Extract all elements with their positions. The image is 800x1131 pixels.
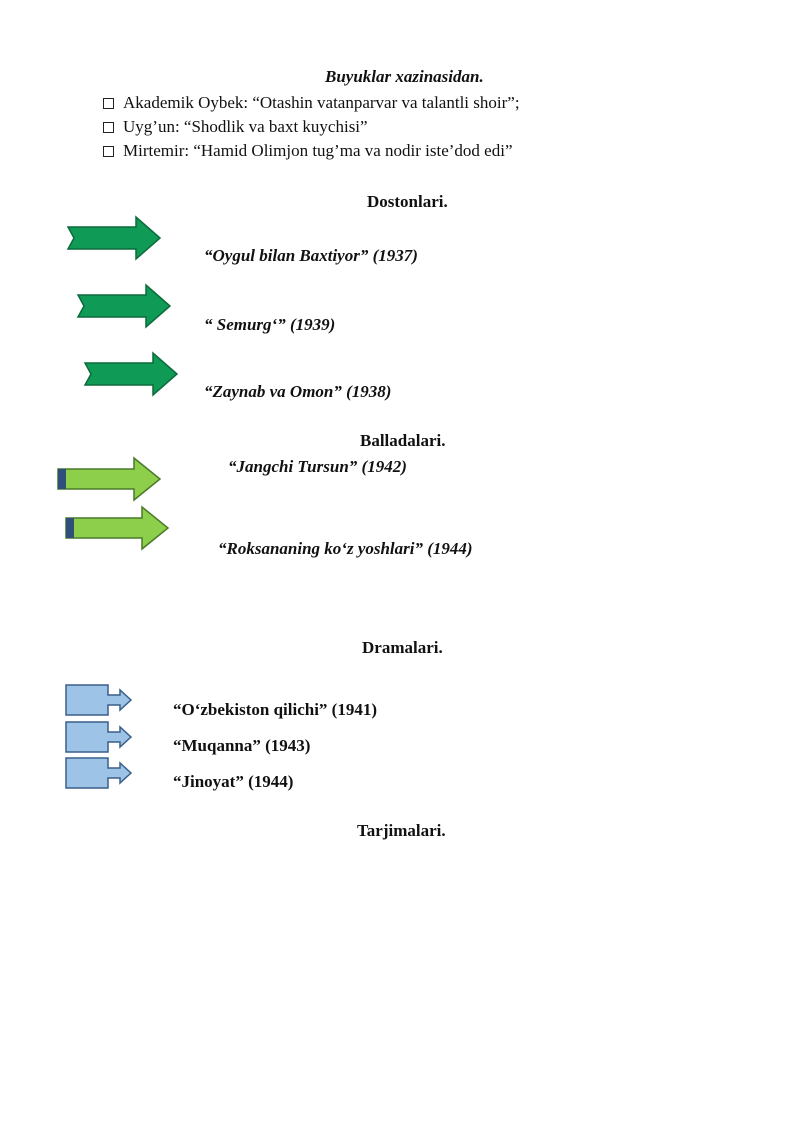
dark-green-arrow-icon — [83, 351, 179, 397]
dark-green-arrow-icon — [66, 215, 162, 261]
quote-item: Mirtemir: “Hamid Olimjon tug’ma va nodir… — [103, 141, 513, 161]
blue-callout-arrow-icon — [65, 757, 133, 789]
doston-item: “Zaynab va Omon” (1938) — [204, 382, 392, 401]
blue-callout-arrow-icon — [65, 721, 133, 753]
ballada-item: “Roksananing ko‘z yoshlari” (1944) — [218, 539, 473, 558]
section-heading-balladalari: Balladalari. — [360, 431, 446, 450]
light-green-arrow-icon — [65, 505, 170, 551]
blue-callout-arrow-icon — [65, 684, 133, 716]
quote-item: Uyg’un: “Shodlik va baxt kuychisi” — [103, 117, 368, 137]
dark-green-arrow-icon — [76, 283, 172, 329]
page-title: Buyuklar xazinasidan. — [325, 67, 484, 86]
section-heading-dostonlari: Dostonlari. — [367, 192, 448, 211]
quote-item: Akademik Oybek: “Otashin vatanparvar va … — [103, 93, 520, 113]
drama-item: “O‘zbekiston qilichi” (1941) — [173, 700, 378, 719]
drama-item: “Jinoyat” (1944) — [173, 772, 294, 791]
quote-text: Uyg’un: “Shodlik va baxt kuychisi” — [123, 117, 368, 136]
section-heading-dramalari: Dramalari. — [362, 638, 443, 657]
section-heading-tarjimalari: Tarjimalari. — [357, 821, 446, 840]
ballada-item: “Jangchi Tursun” (1942) — [228, 457, 407, 476]
checkbox-icon — [103, 97, 114, 109]
checkbox-icon — [103, 121, 114, 133]
doston-item: “ Semurg‘” (1939) — [204, 315, 336, 334]
drama-item: “Muqanna” (1943) — [173, 736, 311, 755]
quote-text: Mirtemir: “Hamid Olimjon tug’ma va nodir… — [123, 141, 513, 160]
quote-text: Akademik Oybek: “Otashin vatanparvar va … — [123, 93, 520, 112]
light-green-arrow-icon — [57, 456, 162, 502]
doston-item: “Oygul bilan Baxtiyor” (1937) — [204, 246, 418, 265]
checkbox-icon — [103, 145, 114, 157]
